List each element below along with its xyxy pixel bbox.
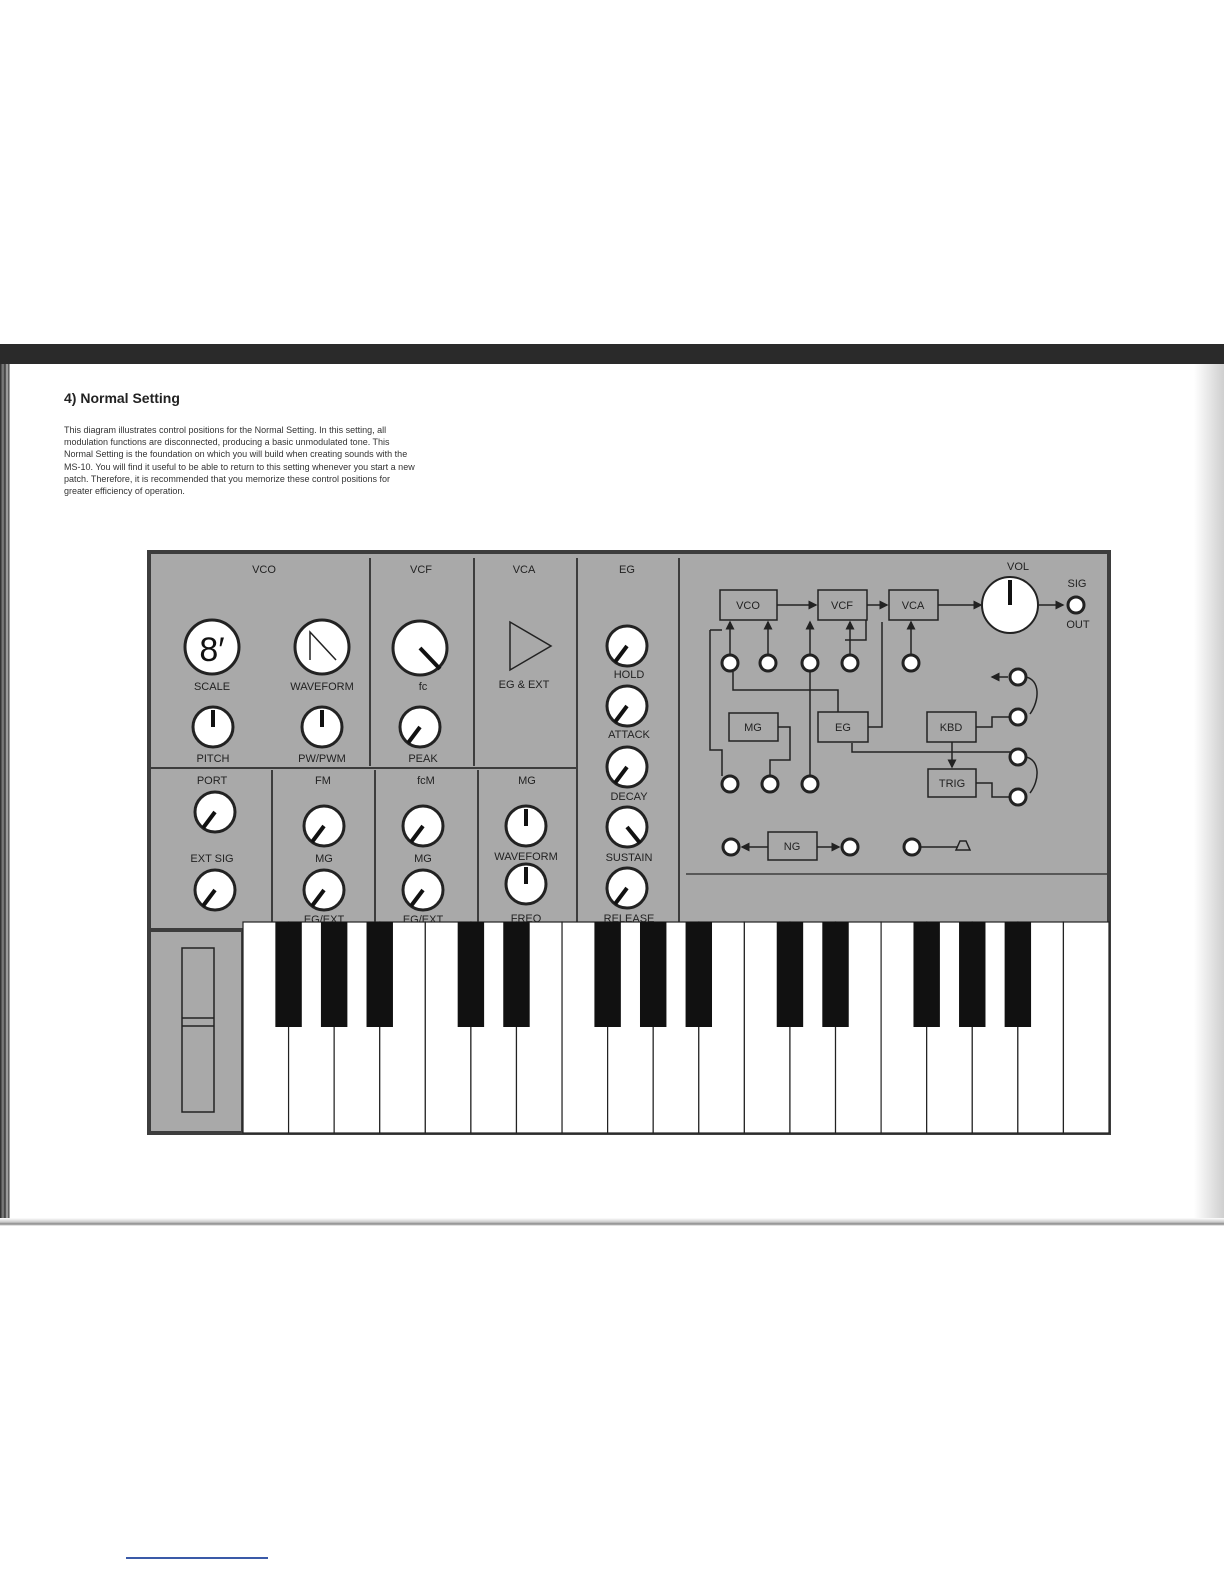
patch-jack[interactable] bbox=[901, 653, 921, 673]
section-title: 4) Normal Setting bbox=[64, 390, 180, 406]
mg-waveform-label: WAVEFORM bbox=[494, 851, 558, 863]
black-key[interactable] bbox=[457, 922, 485, 1027]
patch-panel bbox=[709, 576, 1086, 861]
ng-block bbox=[767, 831, 818, 861]
black-key[interactable] bbox=[275, 922, 302, 1027]
patch-jack[interactable] bbox=[1008, 787, 1028, 807]
vcf-section-title: VCF bbox=[410, 564, 432, 576]
fc-label: fc bbox=[419, 681, 428, 693]
sawtooth-icon bbox=[309, 630, 337, 661]
patch-jack[interactable] bbox=[1008, 667, 1028, 687]
mg-block bbox=[728, 712, 779, 742]
page-bottom-edge bbox=[0, 1218, 1224, 1226]
black-key[interactable] bbox=[639, 922, 667, 1027]
patch-jack[interactable] bbox=[800, 774, 820, 794]
intro-paragraph: This diagram illustrates control positio… bbox=[64, 425, 415, 497]
scale-value: 8′ bbox=[199, 631, 224, 669]
patch-jack[interactable] bbox=[721, 837, 741, 857]
white-key[interactable] bbox=[1062, 921, 1110, 1134]
decay-label: DECAY bbox=[610, 791, 648, 803]
patch-jack[interactable] bbox=[720, 774, 740, 794]
trig-block-label: TRIG bbox=[939, 778, 965, 790]
patch-jack[interactable] bbox=[840, 837, 860, 857]
pw-pwm-label: PW/PWM bbox=[298, 753, 346, 765]
ng-block-label: NG bbox=[784, 841, 801, 853]
patch-jack[interactable] bbox=[1008, 747, 1028, 767]
waveform-label: WAVEFORM bbox=[290, 681, 354, 693]
book-spine bbox=[0, 364, 10, 1224]
footer-rule bbox=[126, 1557, 268, 1559]
pitch-label: PITCH bbox=[197, 753, 230, 765]
black-key[interactable] bbox=[320, 922, 348, 1027]
sustain-label: SUSTAIN bbox=[606, 852, 653, 864]
black-key[interactable] bbox=[1004, 922, 1032, 1027]
sig-label: SIG bbox=[1068, 578, 1087, 590]
vcf-block bbox=[817, 589, 868, 621]
fcm-mg-label: MG bbox=[414, 853, 432, 865]
fcm-section-title: fcM bbox=[417, 775, 435, 787]
attack-label: ATTACK bbox=[608, 729, 650, 741]
vca-triangle-icon bbox=[509, 620, 553, 672]
black-key[interactable] bbox=[822, 922, 849, 1027]
black-key[interactable] bbox=[776, 922, 804, 1027]
black-key[interactable] bbox=[366, 922, 393, 1027]
scale-knob[interactable] bbox=[183, 618, 241, 676]
patch-jack[interactable] bbox=[720, 653, 740, 673]
patch-jack[interactable] bbox=[800, 653, 820, 673]
vol-section-title: VOL bbox=[1007, 561, 1029, 573]
vco-block-label: VCO bbox=[736, 600, 760, 612]
black-key[interactable] bbox=[594, 922, 621, 1027]
keyboard-keys bbox=[242, 921, 1110, 1134]
vco-block bbox=[719, 589, 778, 621]
vco-section-title: VCO bbox=[252, 564, 276, 576]
scan-top-edge bbox=[0, 344, 1224, 364]
mg-block-label: MG bbox=[744, 722, 762, 734]
black-key[interactable] bbox=[959, 922, 986, 1027]
hold-label: HOLD bbox=[614, 669, 645, 681]
black-key[interactable] bbox=[913, 922, 940, 1027]
waveform-knob[interactable] bbox=[293, 618, 351, 676]
patch-jack[interactable] bbox=[758, 653, 778, 673]
wheel-panel bbox=[151, 932, 241, 1131]
sample-hold-icon bbox=[954, 840, 972, 851]
fm-mg-label: MG bbox=[315, 853, 333, 865]
ext-sig-label: EXT SIG bbox=[190, 853, 233, 865]
kbd-block-label: KBD bbox=[940, 722, 963, 734]
eg-knobs: HOLD ATTACK DECAY SUSTAIN RELEASE bbox=[604, 624, 654, 925]
mg-section-title: MG bbox=[518, 775, 536, 787]
port-section-title: PORT bbox=[197, 775, 228, 787]
page-shadow bbox=[1194, 364, 1224, 1224]
panel-dividers bbox=[151, 558, 1107, 926]
eg-block-label: EG bbox=[835, 722, 851, 734]
patch-jack[interactable] bbox=[1008, 707, 1028, 727]
fm-section-title: FM bbox=[315, 775, 331, 787]
pitch-wheel[interactable] bbox=[181, 947, 215, 1113]
vca-block-label: VCA bbox=[902, 600, 925, 612]
vca-eg-ext-label: EG & EXT bbox=[499, 679, 550, 691]
eg-section-title: EG bbox=[619, 564, 635, 576]
patch-jack[interactable] bbox=[902, 837, 922, 857]
vca-section-title: VCA bbox=[513, 564, 536, 576]
vcf-block-label: VCF bbox=[831, 600, 853, 612]
kbd-block bbox=[926, 711, 977, 743]
scale-label: SCALE bbox=[194, 681, 230, 693]
black-key[interactable] bbox=[685, 922, 713, 1027]
patch-jack[interactable] bbox=[760, 774, 780, 794]
peak-label: PEAK bbox=[408, 753, 438, 765]
patch-jack[interactable] bbox=[840, 653, 860, 673]
out-label: OUT bbox=[1066, 619, 1090, 631]
sig-out-jack[interactable] bbox=[1066, 595, 1086, 615]
black-key[interactable] bbox=[503, 922, 530, 1027]
